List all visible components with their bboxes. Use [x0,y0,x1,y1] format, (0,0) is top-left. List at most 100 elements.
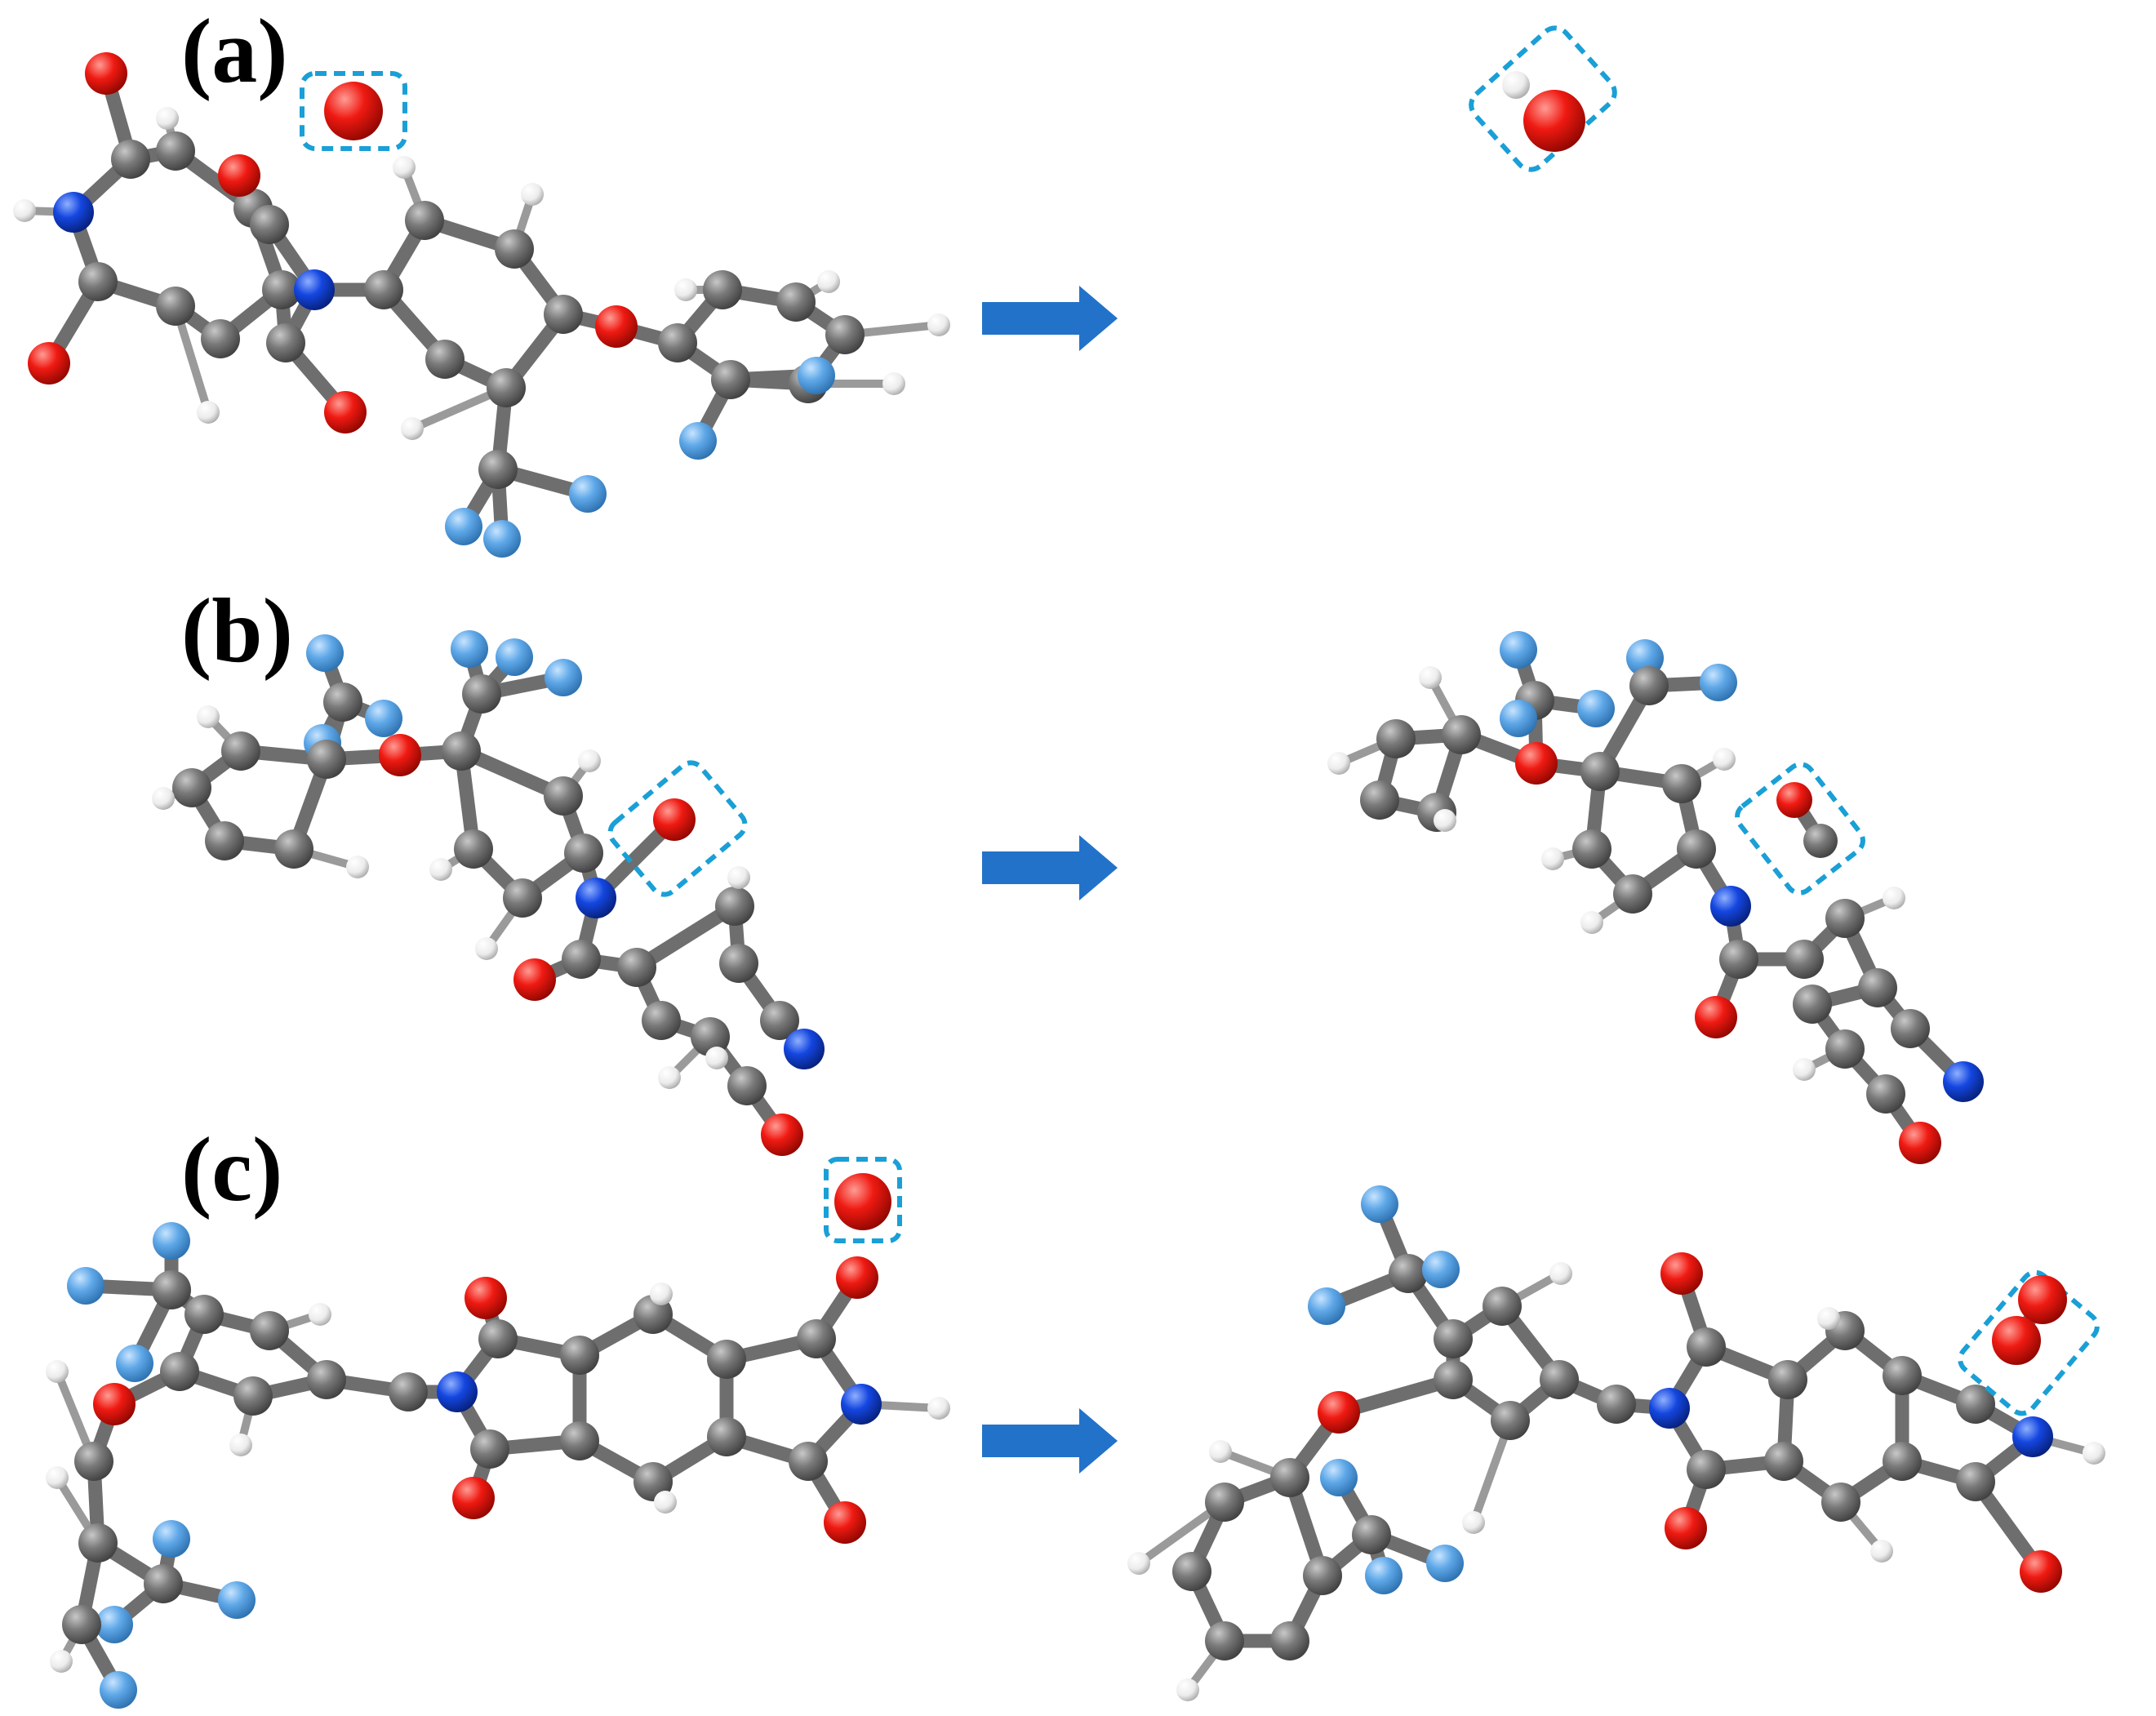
fluorine-atom [1361,1185,1398,1223]
hydrogen-atom [654,1491,677,1514]
carbon-atom [405,201,444,240]
molecule-c-after [1127,1185,2105,1701]
oxygen-atom [595,305,638,348]
carbon-atom [1580,752,1620,791]
hydrogen-atom [1580,911,1603,934]
right-arrow-icon [982,1408,1118,1474]
molecule-a-before [13,52,950,558]
carbon-atom [1172,1552,1211,1591]
oxygen-atom [1523,90,1585,152]
hydrogen-atom [197,705,220,728]
carbon-atom [250,1311,289,1350]
carbonyl-fragment-b [1776,782,1838,858]
carbon-atom [364,270,403,309]
carbon-atom [233,1376,273,1416]
transition-arrow-a [982,286,1118,351]
oxygen-atom [1776,782,1812,818]
carbon-atom [160,1352,199,1391]
hydrogen-atom [346,856,369,878]
hydrogen-atom [1541,847,1564,870]
carbon-atom [1866,1074,1905,1114]
carbon-atom [1883,1356,1922,1395]
carbon-atom [1825,899,1865,938]
hydrogen-atom [927,313,950,336]
oxygen-atom [824,1501,866,1544]
transition-arrow-c [982,1408,1118,1474]
hydroxyl-group-a [1502,71,1585,152]
hydrogen-atom [578,749,601,772]
hydrogen-atom [1327,752,1350,775]
carbon-atom [703,270,742,309]
nitrogen-atom [294,269,335,310]
hydrogen-atom [2083,1442,2105,1465]
fluorine-atom [96,1606,133,1643]
transition-arrow-b [982,835,1118,900]
panel-c: (c) [46,1119,2105,1709]
nitrogen-atom [841,1384,882,1425]
hydrogen-atom [46,1466,69,1489]
carbon-atom [156,287,195,326]
carbon-atom [727,1066,767,1105]
nitrogen-atom [1710,886,1751,927]
fluorine-atom [798,357,835,394]
fluorine-atom [116,1345,153,1382]
nitrogen-atom [1649,1388,1690,1429]
carbon-atom [487,368,526,407]
carbon-atom [760,1001,799,1040]
carbon-atom [707,1417,746,1456]
carbon-atom [1825,1029,1865,1069]
highlight-box-b-after [1735,762,1865,896]
carbon-atom [1719,940,1758,979]
carbon-atom [1270,1621,1309,1660]
hydrogen-atom [1502,71,1530,99]
fluorine-atom [1320,1459,1358,1496]
fluorine-atom [306,634,344,672]
oxygen-molecule-c [1992,1275,2067,1365]
carbon-atom [221,731,260,771]
fluorine-atom [569,475,607,513]
hydrogen-atom [1434,809,1456,832]
oxygen-atom [653,798,696,841]
hydrogen-atom [882,372,905,395]
carbon-atom [707,1340,746,1379]
fluorine-atom [1365,1557,1403,1594]
fluorine-atom [1500,631,1537,669]
oxygen-atom [28,342,70,385]
oxygen-atom [1899,1122,1941,1164]
carbon-atom [1803,824,1838,858]
carbon-atom [425,340,465,379]
carbon-atom [1442,715,1481,754]
carbon-atom [617,948,656,987]
carbon-atom [1687,1450,1726,1489]
carbon-atom [172,768,211,807]
oxygen-atom [2018,1275,2067,1324]
carbon-atom [1491,1401,1530,1440]
hydrogen-atom [1870,1540,1893,1563]
oxygen-atom [836,1256,878,1299]
hydrogen-atom [705,1047,728,1069]
hydrogen-atom [1883,887,1905,909]
highlight-box-c-after [1958,1269,2100,1416]
panel-label-c: (c) [181,1119,282,1220]
oxygen-atom [324,391,367,433]
hydrogen-atom [197,401,220,424]
carbon-atom [1376,719,1416,758]
highlight-box-b-before [607,760,748,897]
hydrogen-atom [658,1066,681,1089]
carbon-atom [266,323,305,362]
oxygen-atom [85,52,127,95]
hydrogen-atom [1793,1058,1816,1081]
carbon-atom [389,1372,428,1411]
hydrogen-atom [1713,748,1736,771]
carbon-atom [1891,1009,1930,1048]
hydrogen-atom [817,270,840,293]
carbon-atom [1793,985,1832,1024]
oxygen-atom [1515,742,1558,785]
oxygen-atom [1665,1507,1707,1549]
nitrogen-atom [576,878,616,918]
carbon-atom [1629,666,1669,705]
hydrogen-atom [521,183,544,206]
fluorine-atom [1422,1251,1460,1288]
hydrogen-atom [309,1303,331,1326]
